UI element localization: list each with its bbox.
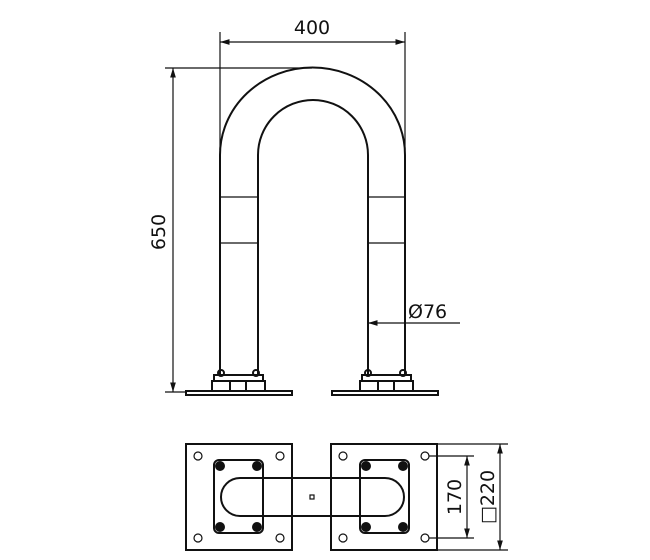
u-tube-outer — [219, 66, 406, 375]
right-base-plate — [330, 443, 438, 551]
center-mark — [309, 494, 315, 500]
height-label: 650 — [148, 214, 170, 250]
diameter-label: Ø76 — [408, 301, 447, 323]
width-dimension: 400 — [219, 17, 406, 150]
plate-size-dimension: □220 — [437, 443, 508, 551]
tube-plan-outline — [220, 477, 405, 517]
left-base — [185, 369, 293, 396]
right-base — [331, 369, 439, 396]
reflective-bands — [220, 196, 405, 244]
left-base-plate — [185, 443, 293, 551]
elevation-view: 400 650 Ø76 — [148, 17, 460, 396]
plate-size-label: □220 — [477, 470, 499, 524]
width-label: 400 — [294, 17, 330, 39]
bolt-spacing-label: 170 — [444, 479, 466, 515]
height-dimension: 650 — [148, 67, 312, 393]
flange-squares — [213, 459, 410, 534]
plan-view: 170 □220 — [185, 443, 508, 551]
u-tube-inner — [257, 99, 369, 375]
plate-holes — [193, 451, 430, 543]
diameter-dimension: Ø76 — [368, 301, 460, 326]
bolt-spacing-dimension: 170 — [429, 455, 474, 539]
